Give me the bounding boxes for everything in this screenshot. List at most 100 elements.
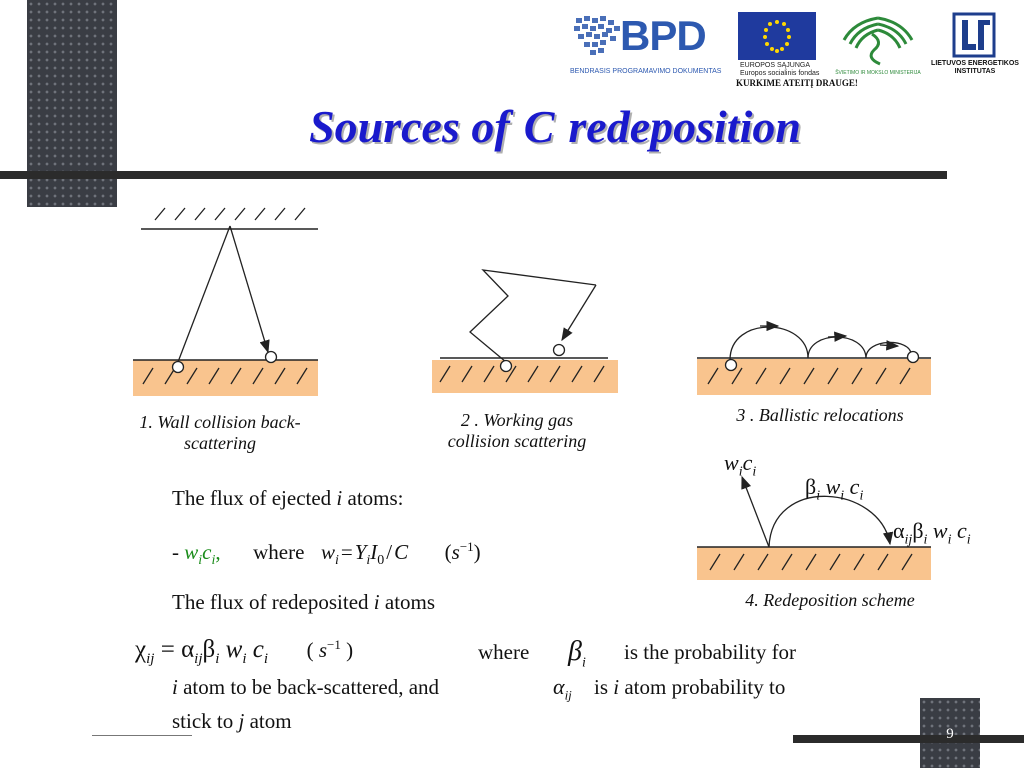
eu-caption-2: Europos socialinis fondas [740,70,820,77]
label-c: c [742,450,753,475]
label-alpha: α [893,518,905,543]
formula-chi-w: w [225,636,243,663]
lei-logo: LIETUVOS ENERGETIKOS INSTITUTAS [930,12,1020,82]
formula-chi-c-sub: i [263,651,269,667]
formula-unit: (s−1) [444,539,481,564]
bpd-map-icon [574,16,620,55]
label-sub: i [947,532,952,548]
formula-beta-sub: i [215,651,220,667]
diagram-ballistic-relocations [697,320,931,395]
label-sub: i [816,488,821,504]
text-dash: - [172,540,185,564]
formula-c-green: c [202,540,212,564]
text-ejected-formula: - wici, where wi=YiI0/C (s−1) [172,539,481,569]
label-beta: β [912,518,924,543]
text-line2-i2: i [613,675,620,699]
formula-chi-symbol: χ [135,636,147,663]
label-w: w [932,518,948,543]
text-flux-ejected-post: atoms: [342,486,404,510]
text-flux-ejected-i: i [336,486,343,510]
ministry-emblem-icon [842,16,914,66]
formula-beta: β [202,636,216,663]
formula-zero: 0 [377,553,385,569]
eu-flag-icon [738,12,816,60]
formula-beta-i-sub: i [581,655,586,671]
text-line3-post: atom [244,709,292,733]
text-where: where [253,540,305,564]
formula-slash: / [386,540,393,564]
formula-beta-i-symbol: β [568,636,582,667]
title-divider-bar [0,171,947,179]
caption-ballistic: 3 . Ballistic relocations [736,405,904,425]
formula-C: C [394,540,409,564]
formula-chi-unit-exp: −1 [327,637,341,652]
label-sub: i [840,488,845,504]
text-flux-redep-i: i [373,590,380,614]
text-where-2: where [478,640,530,664]
formula-chi-unit: ( s−1 ) [306,637,354,662]
label-c: c [849,474,860,499]
label-sub: i [738,464,743,480]
formula-sub: i [198,553,203,569]
formula-I: I [370,540,378,564]
caption-gas-collision-line1: 2 . Working gas [460,410,574,430]
footer-line [92,735,192,736]
formula-beta-i: βi [568,636,586,672]
formula-w-green: w [184,540,199,564]
formula-chi-c: c [252,636,264,663]
eu-logo: EUROPOS SĄJUNGA Europos socialinis fonda… [736,12,858,90]
lei-caption-2: INSTITUTAS [954,68,996,75]
ministry-caption: ŠVIETIMO IR MOKSLO MINISTERIJA [835,70,921,76]
title-part-3: redeposition [568,101,801,152]
text-probability: is the probability for [624,640,797,664]
eu-caption-1: EUROPOS SĄJUNGA [740,62,811,69]
diagram-wall-collision [133,207,318,396]
text-line3-j: j [238,709,245,733]
formula-alpha: α [181,636,195,663]
text-flux-redeposited: The flux of redeposited i atoms [172,590,435,615]
bpd-logo-text: BPD [620,12,707,59]
label-c: c [956,518,967,543]
formula-comma: , [215,540,221,564]
lei-emblem-icon [952,12,996,58]
label-alpha-beta-wici: αijβi wi ci [893,518,971,548]
diagram-gas-collision [432,269,618,393]
text-line2-tail: atom probability to [619,675,786,699]
label-beta-wici: βi wi ci [805,474,863,504]
page-number: 9 [946,726,954,742]
corner-decoration-bottom [920,698,980,768]
text-stick-probability: is i atom probability to [594,675,785,700]
text-line2-is: is [594,675,614,699]
formula-chi-w-sub: i [242,651,247,667]
title-part-2: C [523,101,555,152]
formula-chi-equals: = [160,636,175,663]
label-sub-ij: ij [904,532,913,548]
formula-equals: = [340,540,353,564]
text-line3-pre: stick to [172,709,239,733]
diagram-redeposition-scheme [697,475,931,580]
formula-sub: i [366,553,371,569]
formula-alpha-ij-symbol: α [553,674,565,699]
formula-alpha-ij-sub: ij [564,687,572,703]
text-flux-ejected: The flux of ejected i atoms: [172,486,404,511]
label-sub: i [966,532,971,548]
caption-gas-collision-line2: collision scattering [447,431,587,451]
label-beta: β [805,474,817,499]
caption-wall-collision: 1. Wall collision back- scattering [110,412,330,454]
text-flux-ejected-pre: The flux of ejected [172,486,337,510]
formula-Y: Y [354,540,367,564]
label-sub: i [859,488,864,504]
text-flux-redep-pre: The flux of redeposited [172,590,374,614]
formula-chi-sub: ij [146,651,155,667]
label-wici: wici [724,450,756,480]
label-w: w [825,474,841,499]
label-w: w [724,450,739,475]
lei-caption-1: LIETUVOS ENERGETIKOS [931,60,1019,67]
formula-unit-s: s [451,540,460,564]
formula-unit-exp: −1 [459,539,474,554]
footer-divider-bar [793,735,1024,743]
label-sub: i [923,532,928,548]
formula-alpha-ij: αij [553,674,572,703]
